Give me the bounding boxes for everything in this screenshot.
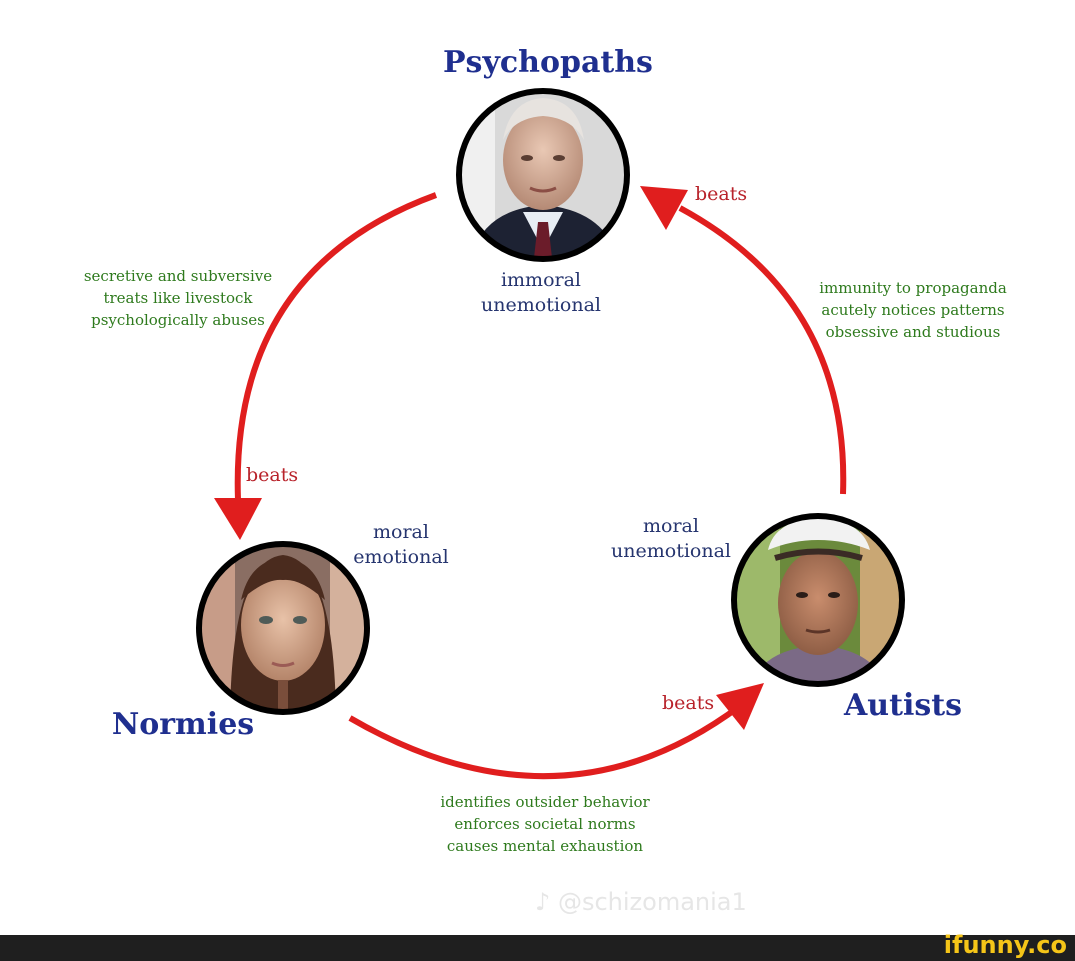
arrowhead-autists <box>716 683 764 730</box>
reason-line: treats like livestock <box>103 289 253 307</box>
trait-line: immoral <box>500 269 582 291</box>
reason-line: psychologically abuses <box>91 311 265 329</box>
reason-line: immunity to propaganda <box>819 279 1007 297</box>
autists-portrait <box>731 513 905 687</box>
trait-line: emotional <box>353 546 449 568</box>
trait-line: unemotional <box>611 540 731 562</box>
normies-portrait <box>196 541 370 715</box>
psychopaths-title: Psychopaths <box>443 45 653 80</box>
trait-line: moral <box>643 515 699 537</box>
footer-bar: ifunny.co <box>0 931 1075 961</box>
reason-line: obsessive and studious <box>825 323 1001 341</box>
arrowhead-normies <box>214 498 262 540</box>
arrowhead-psychopaths <box>640 186 688 230</box>
beats-label-normies-to-autists: beats <box>662 692 715 714</box>
arc-psychopaths-to-normies <box>234 192 438 501</box>
psychopaths-traits: immoral unemotional <box>461 268 621 318</box>
reason-line: enforces societal norms <box>454 815 636 833</box>
trait-line: moral <box>373 521 429 543</box>
tiktok-icon: ♪ <box>535 888 551 916</box>
trait-line: unemotional <box>481 294 601 316</box>
ifunny-logo[interactable]: ifunny.co <box>943 931 1067 959</box>
reason-line: causes mental exhaustion <box>446 837 644 855</box>
arc-normies-to-autists <box>348 703 742 780</box>
reason-line: identifies outsider behavior <box>440 793 650 811</box>
beats-label-psychopaths-to-normies: beats <box>246 464 299 486</box>
autists-traits: moral unemotional <box>601 514 741 564</box>
reason-line: secretive and subversive <box>83 267 273 285</box>
arc-autists-to-psychopaths <box>678 205 847 495</box>
reasons-normies-to-autists: identifies outsider behavior enforces so… <box>420 791 670 857</box>
normies-title: Normies <box>111 707 255 742</box>
beats-label-autists-to-psychopaths: beats <box>695 183 748 205</box>
watermark-text: @schizomania1 <box>557 888 747 916</box>
tiktok-watermark: ♪ @schizomania1 <box>535 888 747 916</box>
autists-title: Autists <box>844 688 962 723</box>
reason-line: acutely notices patterns <box>821 301 1005 319</box>
psychopaths-portrait <box>456 88 630 262</box>
normies-traits: moral emotional <box>341 520 461 570</box>
reasons-psychopaths-to-normies: secretive and subversive treats like liv… <box>68 265 288 331</box>
reasons-autists-to-psychopaths: immunity to propaganda acutely notices p… <box>798 277 1028 343</box>
